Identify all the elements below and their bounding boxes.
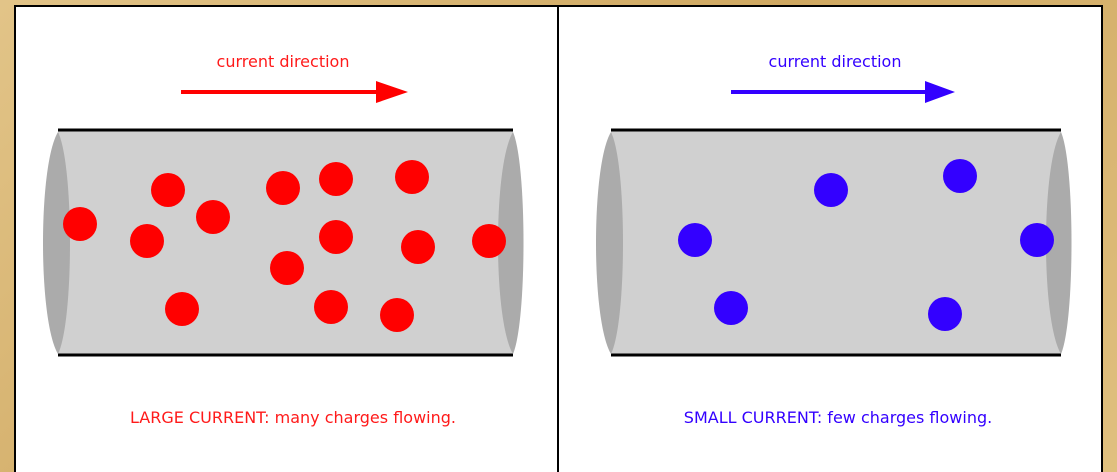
charge: [401, 230, 435, 264]
current-direction-label: current direction: [216, 52, 350, 71]
charge: [63, 207, 97, 241]
current-direction-arrowhead: [925, 81, 955, 103]
charge: [266, 171, 300, 205]
charge: [130, 224, 164, 258]
current-direction-label: current direction: [768, 52, 902, 71]
charge: [314, 290, 348, 324]
charge: [196, 200, 230, 234]
charge: [943, 159, 977, 193]
wire-tube-body: [58, 130, 513, 355]
charge: [319, 162, 353, 196]
charge: [472, 224, 506, 258]
large-current-svg: [43, 81, 524, 357]
panel-divider: [557, 5, 559, 472]
small-current-caption: SMALL CURRENT: few charges flowing.: [683, 408, 993, 427]
wire-left-end: [596, 132, 623, 354]
charge: [814, 173, 848, 207]
current-direction-arrowhead: [376, 81, 408, 103]
large-current-panel: current direction LARGE CURRENT: many ch…: [16, 5, 557, 472]
charge: [928, 297, 962, 331]
charge: [270, 251, 304, 285]
wire-left-end: [43, 132, 70, 354]
wire-right-end: [1046, 132, 1072, 354]
charge: [395, 160, 429, 194]
large-current-caption: LARGE CURRENT: many charges flowing.: [130, 408, 456, 427]
charge: [319, 220, 353, 254]
charge: [165, 292, 199, 326]
small-current-svg: [596, 81, 1072, 357]
small-current-panel: current direction SMALL CURRENT: few cha…: [559, 5, 1101, 472]
charge: [380, 298, 414, 332]
wire-right-end: [498, 132, 524, 354]
charge: [1020, 223, 1054, 257]
charge: [714, 291, 748, 325]
charge: [678, 223, 712, 257]
charge: [151, 173, 185, 207]
